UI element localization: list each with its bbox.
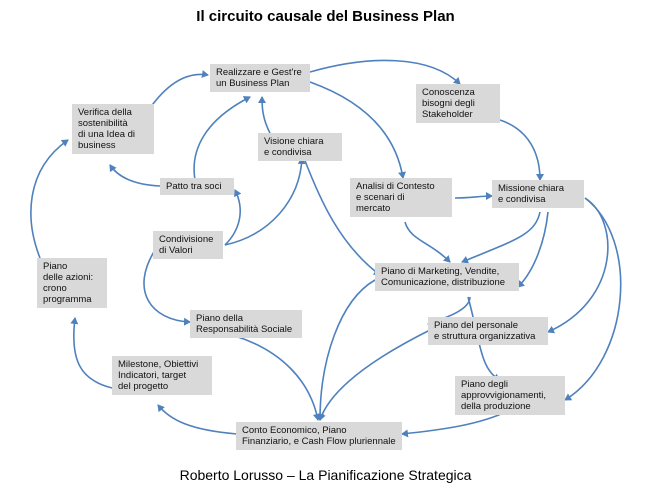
node-piano-azioni: Piano delle azioni: crono programma bbox=[37, 258, 107, 308]
arrow-verifica-realizzare bbox=[149, 70, 209, 109]
node-conto-economico: Conto Economico, Piano Finanziario, e Ca… bbox=[236, 422, 402, 450]
arrow-analisi-marketing bbox=[404, 221, 451, 263]
diagram-footer: Roberto Lorusso – La Pianificazione Stra… bbox=[179, 467, 472, 483]
arrow-personale-conto bbox=[318, 329, 431, 421]
arrow-missione-marketing bbox=[461, 211, 541, 264]
node-realizzare: Realizzare e Gest're un Business Plan bbox=[210, 64, 310, 92]
arrow-visione-realizzare bbox=[258, 96, 271, 134]
arrow-missione-approv bbox=[564, 197, 622, 401]
arrow-marketing-conto bbox=[316, 279, 376, 421]
arrow-patto-realizzare bbox=[193, 96, 251, 181]
node-piano-marketing: Piano di Marketing, Vendite, Comunicazio… bbox=[375, 263, 519, 291]
arrow-visione-marketing bbox=[303, 157, 381, 276]
node-patto: Patto tra soci bbox=[160, 178, 234, 195]
node-missione: Missione chiara e condivisa bbox=[492, 180, 584, 208]
node-verifica: Verifica della sostenibilità di una Idea… bbox=[72, 104, 154, 154]
arrow-missione-personale bbox=[547, 197, 609, 334]
node-piano-personale: Piano del personale e struttura organizz… bbox=[428, 317, 548, 345]
node-piano-approvvigionamenti: Piano degli approvvigionamenti, della pr… bbox=[455, 376, 565, 415]
node-milestone: Milestone, Obiettivi Indicatori, target … bbox=[112, 356, 212, 395]
arrow-conto-milestone bbox=[157, 404, 238, 435]
node-condivisione: Condivisione di Valori bbox=[153, 231, 223, 259]
arrow-analisi-missione bbox=[454, 192, 493, 201]
arrow-milestone-azioni bbox=[70, 317, 113, 389]
arrow-realizzare-analisi bbox=[309, 81, 406, 179]
diagram-title: Il circuito causale del Business Plan bbox=[196, 8, 455, 25]
arrow-resp-conto bbox=[234, 335, 321, 421]
node-visione: Visione chiara e condivisa bbox=[258, 133, 342, 161]
arrow-realizzare-conoscenza bbox=[309, 59, 461, 85]
arrow-conoscenza-missione bbox=[499, 119, 544, 181]
node-piano-responsabilita: Piano della Responsabilità Sociale bbox=[190, 310, 302, 338]
arrow-condivisione-resp bbox=[143, 249, 191, 326]
arrow-missione-marketing-2 bbox=[517, 211, 549, 288]
node-conoscenza: Conoscenza bisogni degli Stakeholder bbox=[416, 84, 500, 123]
arrow-azioni-verifica bbox=[30, 139, 69, 259]
arrow-condivisione-patto bbox=[224, 189, 242, 246]
arrow-condivisione-visione bbox=[224, 157, 306, 246]
node-analisi: Analisi di Contesto e scenari di mercato bbox=[350, 178, 452, 217]
arrow-patto-verifica bbox=[109, 164, 161, 187]
